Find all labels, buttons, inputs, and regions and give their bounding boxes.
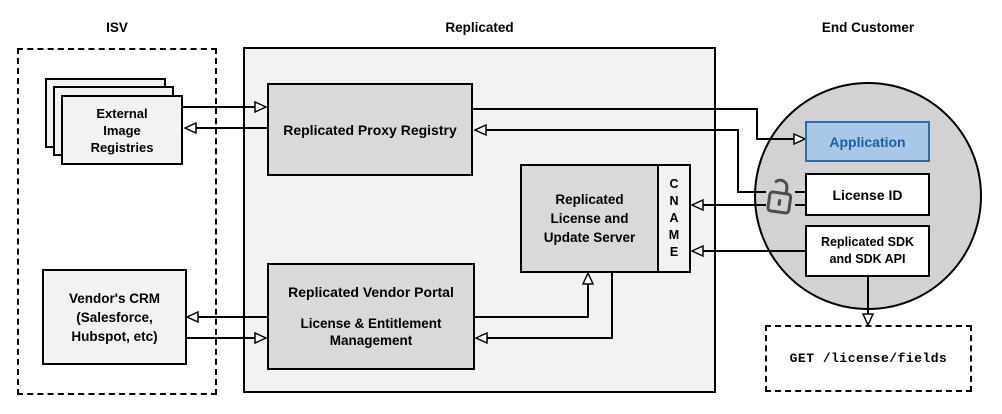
unlocked-padlock-icon xyxy=(762,174,798,218)
cname-strip: C N A M E xyxy=(659,166,689,271)
vendor-portal-node: Replicated Vendor Portal License & Entit… xyxy=(267,263,475,370)
vendor-portal-sub-2: Management xyxy=(329,333,413,348)
application-node: Application xyxy=(805,121,930,162)
external-image-registries-node: External Image Registries xyxy=(61,95,183,165)
cname-letter-m: M xyxy=(668,228,680,242)
license-server-line-1: Replicated xyxy=(555,192,624,207)
vendor-crm-node: Vendor's CRM (Salesforce, Hubspot, etc) xyxy=(42,269,187,365)
crm-line-3: Hubspot, etc) xyxy=(71,328,158,344)
proxy-registry-node: Replicated Proxy Registry xyxy=(267,83,473,176)
replicated-sdk-node: Replicated SDK and SDK API xyxy=(805,225,930,277)
license-update-server-label-area: Replicated License and Update Server xyxy=(522,166,659,271)
registries-line-3: Registries xyxy=(90,139,154,155)
cname-letter-n: N xyxy=(669,194,679,208)
license-server-line-2: License and xyxy=(550,211,629,226)
section-label-end-customer: End Customer xyxy=(821,20,915,35)
isv-boundary-box xyxy=(17,48,217,395)
license-id-node: License ID xyxy=(805,173,930,216)
section-label-isv: ISV xyxy=(106,20,128,35)
crm-line-2: (Salesforce, xyxy=(76,309,153,325)
cname-letter-e: E xyxy=(669,245,679,259)
vendor-portal-title: Replicated Vendor Portal xyxy=(288,284,454,300)
arrowhead-into-get-box xyxy=(861,313,875,327)
license-id-label: License ID xyxy=(832,186,903,203)
license-update-server-node: Replicated License and Update Server C N… xyxy=(520,164,691,273)
proxy-registry-label: Replicated Proxy Registry xyxy=(283,121,457,138)
cname-letter-a: A xyxy=(669,211,679,225)
vendor-portal-sub-1: License & Entitlement xyxy=(300,316,442,331)
get-request-label: GET /license/fields xyxy=(789,351,948,366)
cname-letter-c: C xyxy=(669,177,679,191)
get-license-fields-box: GET /license/fields xyxy=(765,325,972,392)
sdk-line-1: Replicated SDK xyxy=(820,235,915,249)
section-label-replicated: Replicated xyxy=(445,20,514,35)
registries-line-2: Image xyxy=(103,122,141,138)
crm-line-1: Vendor's CRM xyxy=(69,290,160,306)
registries-line-1: External xyxy=(96,105,148,121)
sdk-line-2: and SDK API xyxy=(829,252,906,266)
application-label: Application xyxy=(829,133,906,150)
license-server-line-3: Update Server xyxy=(543,230,636,245)
